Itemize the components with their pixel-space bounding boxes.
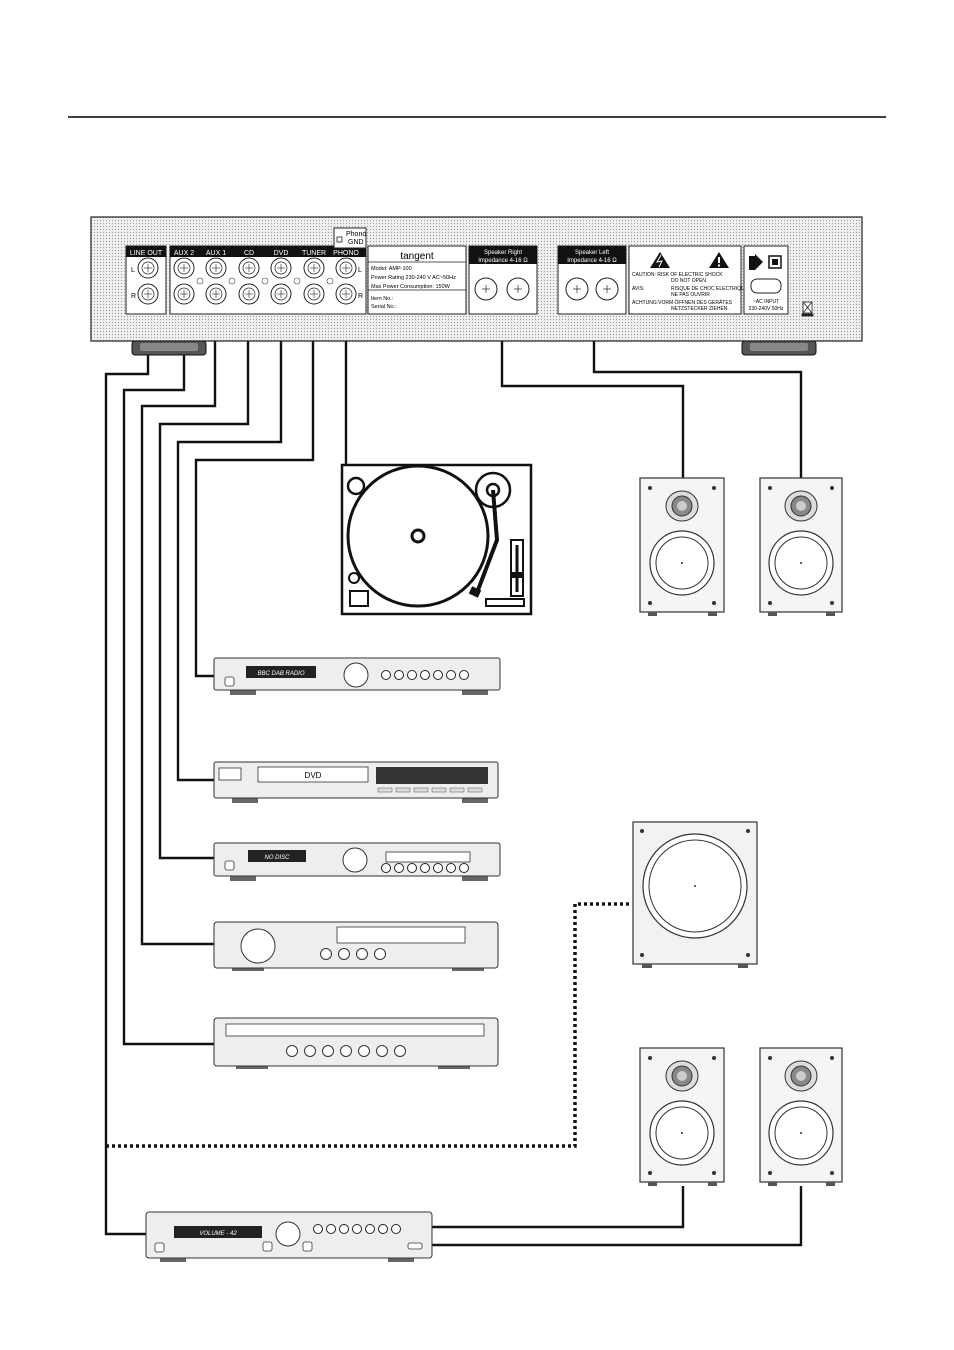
line-out-r-jack[interactable]: [137, 283, 159, 305]
avis-text-2: NE PAS OUVRIR: [671, 292, 710, 298]
rating-plate: [367, 245, 467, 315]
speaker-right-terminal-neg[interactable]: [474, 277, 498, 301]
double-insulation-icon: [749, 254, 782, 270]
input-label-phono: PHONO: [333, 250, 359, 257]
cable-dvd: [176, 312, 283, 782]
speaker-left-label: Speaker Left: [575, 250, 609, 256]
caution-text-2: DO NOT OPEN.: [671, 278, 707, 284]
inputs-l-label: L: [358, 267, 362, 274]
cable-cd: [158, 312, 250, 860]
serial-no-label: Serial No.:: [371, 304, 397, 310]
achtung-text-1: ACHTUNG:VORM ÖFFNEN DES GERÄTES: [632, 299, 733, 306]
speaker-left-impedance: Impedance 4-16 Ω: [567, 258, 617, 264]
channel-l-label: L: [131, 267, 135, 274]
cable-subwoofer: [106, 902, 632, 1148]
shock-warning-icon: [650, 252, 670, 268]
dvd-player: DVD: [213, 761, 499, 803]
rear-speaker-right: [639, 1047, 725, 1186]
tuner-display: BBC DAB RADIO: [257, 671, 304, 677]
cable-speaker-right: [500, 312, 685, 478]
line-out-l-jack[interactable]: [137, 257, 159, 279]
ac-inlet[interactable]: [750, 278, 782, 294]
cable-preamp-out-2: [432, 1186, 803, 1247]
speaker-right-impedance: Impedance 4-16 Ω: [478, 258, 528, 264]
input-label-dvd: DVD: [274, 250, 289, 257]
input-label-tuner: TUNER: [302, 250, 326, 257]
input-label-cd: CD: [244, 250, 254, 257]
phono-gnd-label-1: Phono: [346, 231, 366, 238]
brand-label: tangent: [400, 251, 434, 262]
cable-preamp-out-1: [432, 1186, 685, 1229]
amplifier-rear-panel: LINE OUT L R AUX 2 AUX 1 CD DVD TUNER PH…: [90, 216, 863, 356]
aux2-stereo-unit: [213, 1017, 499, 1069]
cd-display: NO DISC: [264, 855, 290, 861]
line-out-label: LINE OUT: [130, 250, 163, 257]
cable-speaker-left: [592, 312, 803, 478]
rear-speaker-left: [759, 1047, 843, 1186]
item-no-label: Item No.:: [371, 296, 394, 302]
achtung-text-2: NETZSTECKER ZIEHEN.: [671, 306, 729, 312]
front-speaker-left: [759, 477, 843, 616]
preamp-unit: VOLUME - 42: [145, 1211, 433, 1262]
inputs-r-label: R: [358, 293, 363, 300]
subwoofer: [632, 821, 758, 968]
caution-text-1: CAUTION: RISK OF ELECTRIC SHOCK: [632, 272, 723, 278]
avis-text-1: RISQUE DE CHOC ELECTRIQUE: [671, 286, 749, 292]
avis-label: AVIS:: [632, 286, 644, 292]
phono-gnd-terminal[interactable]: [336, 236, 343, 243]
model-label: Model: AMP-100: [371, 266, 412, 272]
preamp-display: VOLUME - 42: [199, 1231, 237, 1237]
speaker-right-terminal-pos[interactable]: [506, 277, 530, 301]
turntable: [340, 463, 533, 616]
input-label-aux1: AUX 1: [206, 250, 226, 257]
ac-input-label: ~AC INPUT: [753, 299, 779, 305]
dvd-label: DVD: [305, 771, 322, 780]
phono-gnd-label-2: GND: [348, 239, 364, 246]
power-rating-label: Power Rating 230-240 V AC~50Hz: [371, 275, 456, 281]
input-label-aux2: AUX 2: [174, 250, 194, 257]
front-speaker-right: [639, 477, 725, 616]
cable-aux2: [122, 312, 214, 1046]
cable-tuner: [194, 312, 315, 678]
cd-player: NO DISC: [213, 842, 501, 881]
cable-aux1: [140, 312, 217, 946]
speaker-right-label: Speaker Right: [484, 250, 522, 256]
speaker-left-terminal-pos[interactable]: [595, 277, 619, 301]
channel-r-label: R: [131, 293, 136, 300]
ac-input-voltage: 230-240V 50Hz: [749, 306, 784, 312]
weee-bin-icon: [801, 301, 814, 317]
tuner-unit: BBC DAB RADIO: [213, 657, 501, 695]
caution-warning-icon: [709, 252, 729, 268]
max-power-label: Max Power Consumption: 150W: [371, 284, 451, 290]
speaker-left-terminal-neg[interactable]: [565, 277, 589, 301]
aux1-amplifier-unit: [213, 921, 499, 971]
